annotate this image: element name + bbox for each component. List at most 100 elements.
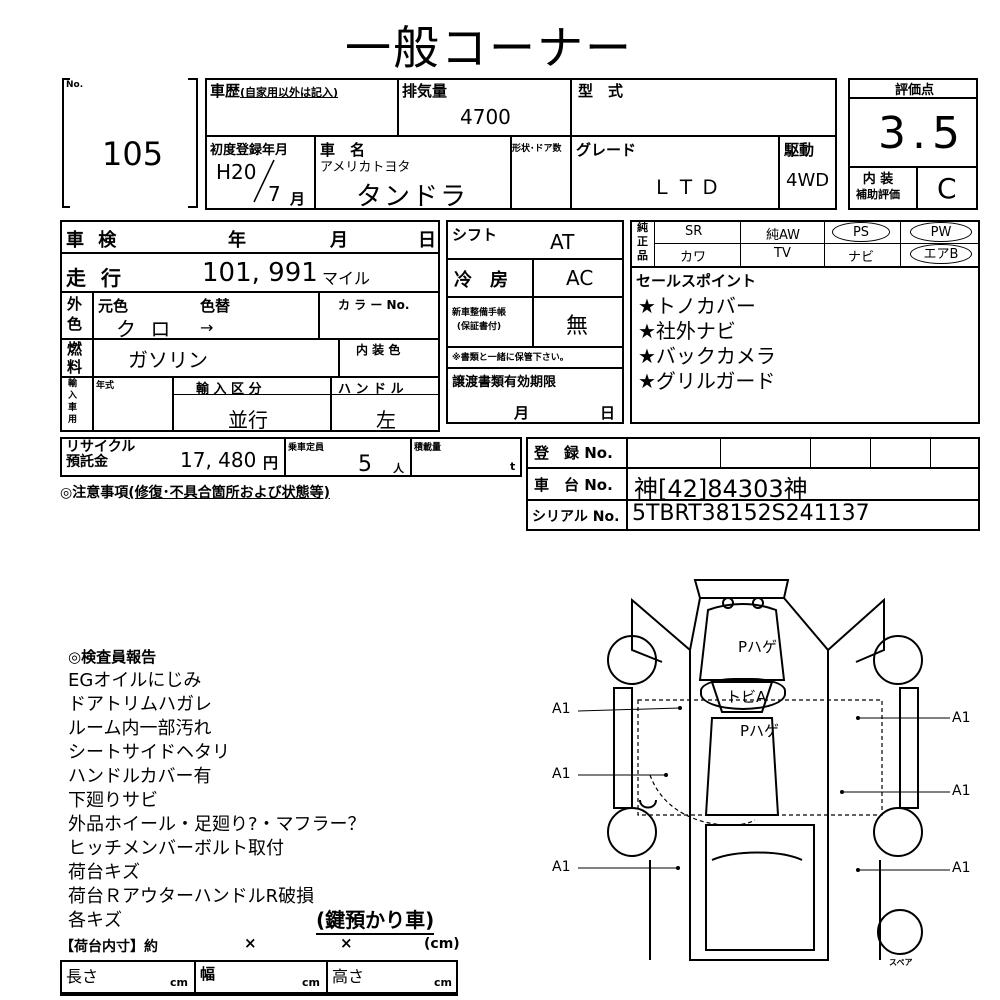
mileage-label: 走 行 — [66, 266, 125, 290]
serial-number-value: 5TBRT38152S241137 — [632, 501, 870, 526]
maintenance-note: ※書類と一緒に保管下さい。 — [452, 353, 569, 363]
transfer-month-unit: 月 — [514, 404, 530, 422]
option-pw-circled: PW — [910, 222, 972, 242]
grade-label: グレード — [576, 141, 637, 159]
hood-damage-mark: Pハゲ — [738, 638, 778, 656]
score-box — [848, 78, 978, 210]
bed-length-unit: cm — [170, 976, 188, 989]
exterior-color-label: 外色 — [67, 295, 83, 333]
details-box — [60, 220, 440, 432]
score-value: 3.5 — [878, 108, 966, 159]
side-damage-mark: A1 — [952, 860, 971, 876]
ac-value: AC — [566, 266, 594, 290]
chassis-number-label: 車 台 No. — [534, 476, 613, 494]
option-ps-circled: PS — [832, 222, 890, 242]
shift-label: シフト — [452, 226, 498, 244]
windshield-damage-mark: トビA — [726, 688, 767, 706]
interior-score-value: C — [937, 172, 957, 205]
import-type-label: 輸 入 区 分 — [196, 382, 262, 397]
vehicle-damage-diagram — [577, 579, 950, 961]
sales-point-2: ★社外ナビ — [638, 319, 736, 343]
first-registration-month: 7 — [268, 182, 281, 206]
handle-label: ハ ン ド ル — [338, 382, 404, 397]
sales-point-1: ★トノカバー — [638, 294, 756, 318]
spare-tire-label: スペア — [889, 958, 913, 967]
grade-value: ＬＴＤ — [652, 175, 724, 199]
side-damage-mark: A1 — [552, 701, 571, 717]
sales-points-label: セールスポイント — [636, 272, 757, 290]
windshield-marking-outline — [700, 678, 786, 710]
vehicle-header-box — [205, 78, 837, 210]
sales-point-3: ★バックカメラ — [638, 344, 776, 368]
drive-label: 駆動 — [784, 141, 815, 159]
bed-x-2: × — [340, 934, 353, 952]
import-label: 輸入車用 — [68, 379, 78, 425]
capacity-value: 5 — [358, 452, 372, 477]
capacity-label: 乗車定員 — [288, 443, 325, 453]
mileage-unit: マイル — [322, 269, 371, 288]
inspector-report-line: 下廻りサビ — [68, 790, 158, 811]
drive-value: 4WD — [786, 170, 830, 191]
side-damage-mark: A1 — [952, 710, 971, 726]
capacity-unit: 人 — [393, 462, 404, 475]
interior-color-label: 内 装 色 — [356, 343, 401, 357]
displacement-value: 4700 — [460, 105, 511, 129]
serial-number-label: シリアル No. — [532, 509, 620, 525]
load-label: 積載量 — [414, 443, 442, 453]
score-label: 評価点 — [895, 83, 935, 98]
original-color-label: 元色 — [98, 297, 129, 315]
model-label: 型 式 — [578, 82, 624, 100]
bed-x-1: × — [244, 934, 257, 952]
inspection-month-unit: 月 — [330, 230, 348, 251]
interior-score-label: 内 装 補助評価 — [856, 172, 900, 201]
fuel-value: ガソリン — [128, 348, 208, 372]
body-doors-label: 形状･ドア数 — [512, 144, 562, 154]
bed-height-label: 高さ — [332, 967, 365, 986]
inspector-report-line: シートサイドヘタリ — [68, 742, 230, 763]
recycle-yen: 円 — [263, 454, 279, 472]
maker-name: アメリカトヨタ — [320, 160, 411, 175]
first-registration-year: H20 — [216, 160, 257, 184]
middle-details-box — [446, 220, 624, 424]
registration-box — [526, 437, 980, 531]
registration-number-label: 登 録 No. — [534, 444, 613, 462]
inspector-report-line: ヒッチメンバーボルト取付 — [68, 838, 284, 859]
history-label: 車歴(自家用以外は記入) — [210, 82, 339, 100]
side-damage-mark: A1 — [952, 783, 971, 799]
recycle-value: 17, 480 — [180, 448, 257, 472]
sales-point-4: ★グリルガード — [638, 369, 776, 393]
original-color-value: ク ロ — [116, 317, 175, 341]
displacement-label: 排気量 — [402, 82, 448, 100]
handle-value: 左 — [376, 408, 396, 432]
mileage-value: 101, 991 — [202, 258, 318, 288]
roof-damage-mark: Pハゲ — [740, 722, 780, 740]
inspector-report-line: 外品ホイール・足廻り?・マフラー？ — [68, 814, 366, 835]
model-year-label: 年式 — [96, 381, 115, 391]
key-custody-note: (鍵預かり車) — [316, 904, 435, 935]
side-damage-mark: A1 — [552, 859, 571, 875]
transfer-docs-label: 譲渡書類有効期限 — [452, 375, 557, 390]
load-unit: t — [510, 460, 516, 473]
bed-dimensions-title: 【荷台内寸】約 — [60, 939, 158, 955]
maintenance-book-value: 無 — [566, 314, 589, 339]
option-leather: カワ — [680, 250, 707, 265]
inspection-day-unit: 日 — [418, 230, 436, 251]
first-registration-month-unit: 月 — [290, 190, 306, 208]
options-sales-box — [630, 220, 980, 424]
inspector-report-line: ハンドルカバー有 — [68, 766, 212, 787]
first-registration-label: 初度登録年月 — [210, 143, 289, 158]
recycle-label: リサイクル預託金 — [66, 439, 136, 470]
inspector-report-line: EGオイルにじみ — [68, 670, 202, 691]
fuel-label: 燃料 — [67, 340, 83, 376]
transfer-day-unit: 日 — [600, 404, 616, 422]
recycle-box — [60, 437, 522, 477]
option-sr: SR — [685, 224, 703, 239]
inspector-report-line: 荷台ＲアウターハンドルR破損 — [68, 886, 315, 907]
inspector-report-line: ドアトリムハガレ — [68, 694, 212, 715]
shift-value: AT — [550, 230, 575, 254]
page-title: 一般コーナー — [345, 21, 633, 75]
color-change-arrow: → — [200, 318, 214, 337]
inspection-year-unit: 年 — [228, 230, 246, 251]
lot-number: 105 — [102, 135, 164, 173]
date-slash — [253, 159, 275, 203]
